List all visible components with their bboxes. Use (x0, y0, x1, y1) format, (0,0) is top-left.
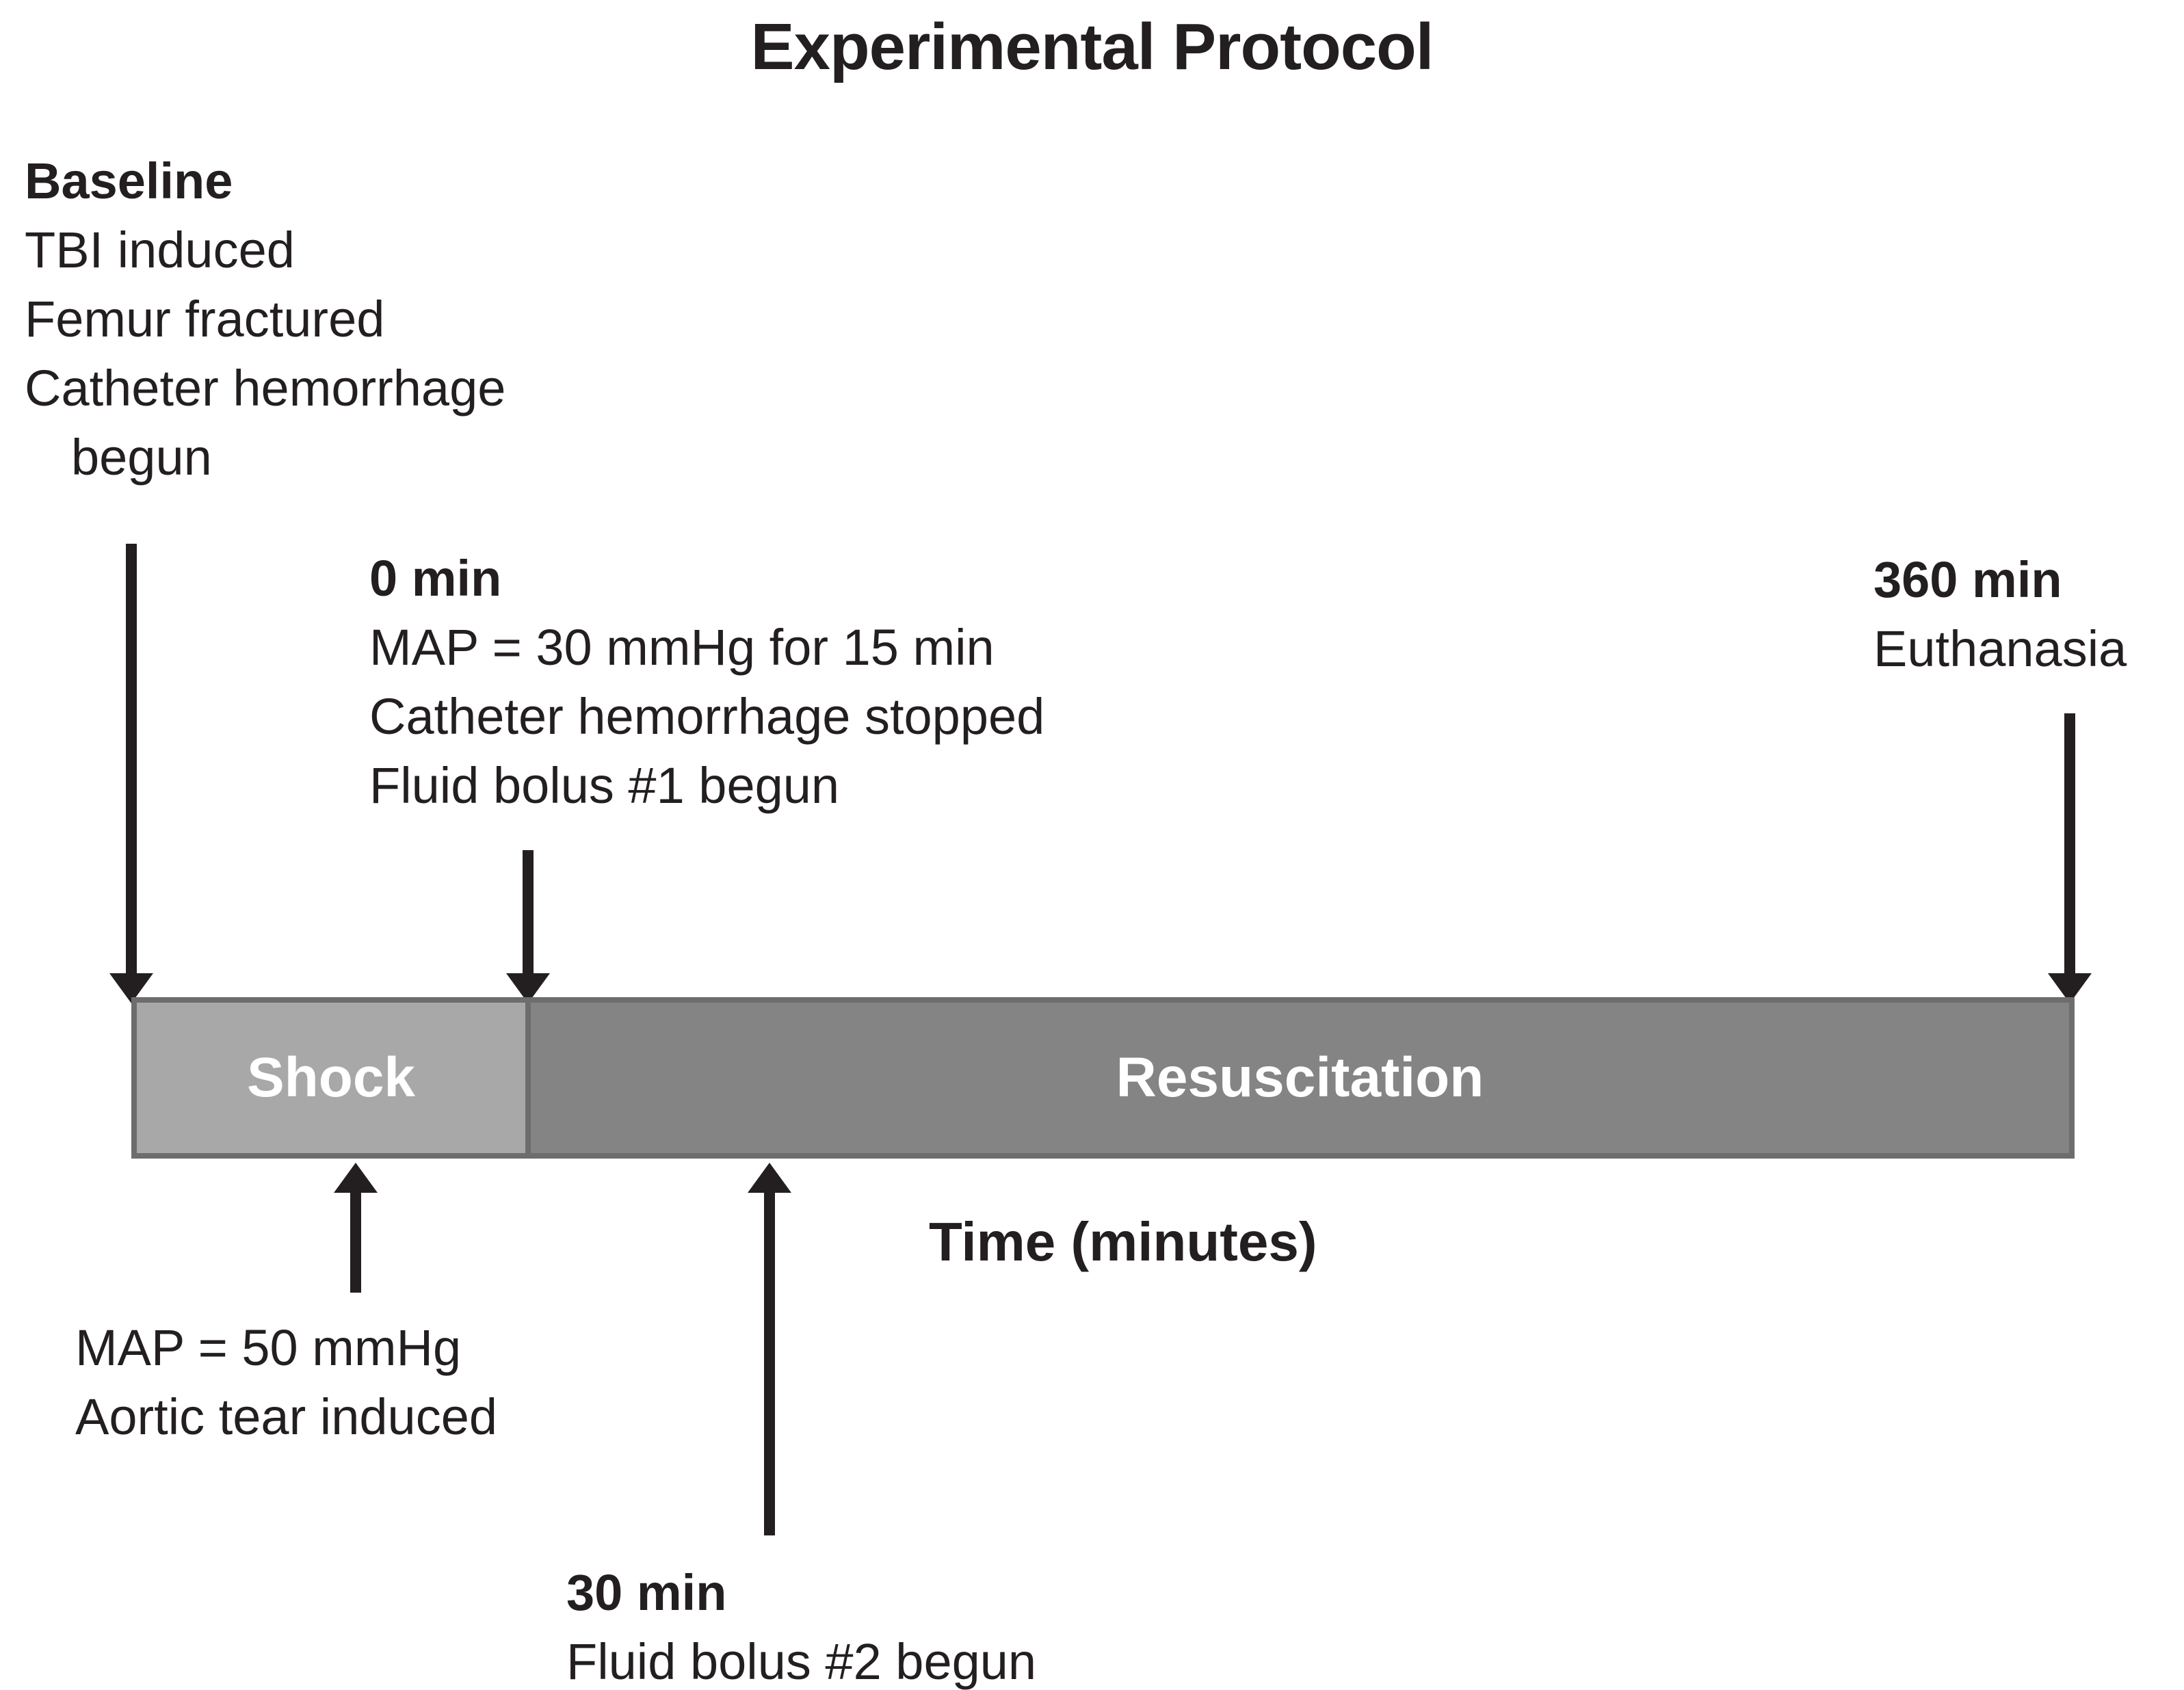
arrow-shaft (764, 1190, 775, 1535)
annotation-baseline-line-3: Femur fractured (25, 291, 385, 347)
axis-label-time: Time (minutes) (929, 1211, 1317, 1272)
timeline-phase-shock-label: Shock (246, 1046, 416, 1109)
annotation-baseline-line-4: Catheter hemorrhage (25, 360, 506, 417)
annotation-zero-min-line-2: MAP = 30 mmHg for 15 min (369, 619, 995, 676)
annotation-map50-line-1: MAP = 50 mmHg (75, 1319, 462, 1376)
arrow-up-icon-thirty-min (748, 1163, 791, 1535)
arrow-shaft (350, 1190, 361, 1293)
annotation-end-min: 360 min Euthanasia (1873, 545, 2127, 683)
arrow-down-icon-end-min (2048, 713, 2092, 1003)
timeline-phase-shock: Shock (131, 997, 528, 1159)
annotation-baseline: Baseline TBI induced Femur fractured Cat… (25, 146, 505, 492)
annotation-thirty-min-line-2: Fluid bolus #2 begun (566, 1633, 1037, 1690)
arrow-shaft (126, 544, 137, 976)
arrow-down-icon-zero-min (506, 850, 550, 1003)
arrow-shaft (2064, 713, 2075, 976)
annotation-zero-min-line-4: Fluid bolus #1 begun (369, 757, 840, 814)
annotation-map50: MAP = 50 mmHg Aortic tear induced (75, 1313, 497, 1451)
annotation-baseline-line-2: TBI induced (25, 222, 295, 278)
annotation-thirty-min-time: 30 min (566, 1564, 727, 1621)
arrow-shaft (523, 850, 534, 976)
annotation-zero-min-time: 0 min (369, 550, 502, 607)
annotation-end-min-line-2: Euthanasia (1873, 620, 2127, 677)
arrow-down-icon-baseline (109, 544, 153, 1003)
annotation-map50-line-2: Aortic tear induced (75, 1388, 498, 1445)
timeline-bar: Shock Resuscitation (131, 997, 2075, 1159)
annotation-zero-min-line-3: Catheter hemorrhage stopped (369, 688, 1045, 745)
arrow-head (334, 1163, 378, 1193)
annotation-zero-min: 0 min MAP = 30 mmHg for 15 min Catheter … (369, 544, 1044, 820)
annotation-end-min-time: 360 min (1873, 551, 2062, 608)
page-title: Experimental Protocol (750, 10, 1434, 83)
timeline-phase-resuscitation: Resuscitation (528, 997, 2075, 1159)
annotation-baseline-line-5: begun (71, 429, 212, 486)
arrow-up-icon-map50 (334, 1163, 378, 1293)
annotation-thirty-min: 30 min Fluid bolus #2 begun (566, 1558, 1036, 1690)
arrow-head (748, 1163, 791, 1193)
annotation-baseline-line-1: Baseline (25, 153, 233, 209)
timeline-phase-resuscitation-label: Resuscitation (1116, 1046, 1484, 1109)
